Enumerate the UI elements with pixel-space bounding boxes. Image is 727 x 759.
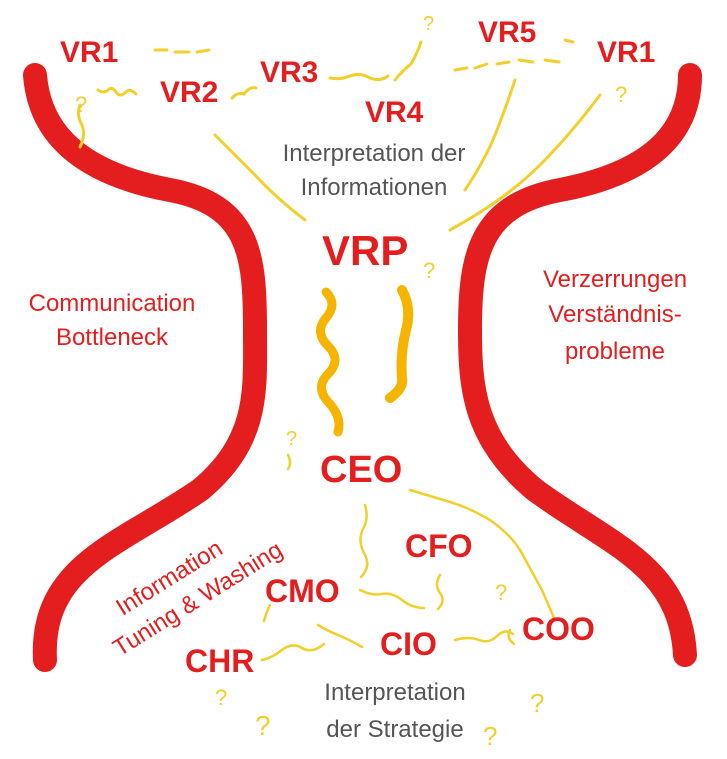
question-icon: ? xyxy=(483,721,497,751)
left-funnel-wall xyxy=(23,63,268,672)
link-vr3-to-vrp xyxy=(213,133,307,222)
question-icon: ? xyxy=(530,688,544,718)
link-vr5-vr1 xyxy=(453,58,561,72)
role-vr2: VR2 xyxy=(160,76,218,109)
link-coo-curl xyxy=(507,628,516,646)
interpretation-information-line1: Interpretation der xyxy=(283,140,466,167)
role-vr1-left: VR1 xyxy=(60,36,118,69)
link-ceo-questions xyxy=(286,453,292,471)
distortions-line2: Verständnis- xyxy=(548,301,681,328)
link-vr5-to-vrp xyxy=(463,78,517,192)
distortions-line3: probleme xyxy=(565,338,665,365)
distortions-line1: Verzerrungen xyxy=(543,266,687,293)
question-icon: ? xyxy=(286,428,297,450)
role-vr3: VR3 xyxy=(260,56,318,89)
neck-flow-right xyxy=(385,285,414,403)
link-vr1-left-squiggle xyxy=(96,86,138,97)
role-vr4: VR4 xyxy=(365,96,424,129)
neck-flows xyxy=(316,285,414,437)
question-marks: ? ? ? ? ? ? ? ? ? ? xyxy=(75,13,627,751)
board-links xyxy=(76,38,602,232)
neck-flow-left xyxy=(316,287,344,437)
interpretation-strategy-line2: der Strategie xyxy=(326,716,463,743)
interpretation-strategy-line1: Interpretation xyxy=(324,679,465,706)
right-funnel-wall xyxy=(457,63,702,667)
interpretation-information-line2: Informationen xyxy=(301,174,448,201)
link-vr1-vr2-dashes xyxy=(153,48,211,54)
link-cio-coo xyxy=(453,630,515,643)
question-icon: ? xyxy=(615,82,627,107)
link-cmo-cio-2 xyxy=(316,623,364,649)
question-icon: ? xyxy=(495,580,507,605)
interpretation-information-note: Interpretation der Informationen xyxy=(283,140,466,201)
communication-bottleneck-line2: Bottleneck xyxy=(56,324,169,351)
role-coo: COO xyxy=(522,611,595,647)
link-cfo-cio xyxy=(435,573,444,611)
role-ceo: CEO xyxy=(320,449,402,491)
role-cmo: CMO xyxy=(265,573,340,609)
link-vr5-dot xyxy=(563,38,575,44)
question-icon: ? xyxy=(423,13,434,35)
communication-bottleneck-line1: Communication xyxy=(29,290,196,317)
link-vr4-vr5 xyxy=(393,40,423,82)
link-vr2-vr3 xyxy=(230,86,258,100)
role-vr5: VR5 xyxy=(478,16,536,49)
question-icon: ? xyxy=(75,92,87,117)
link-cmo-chr xyxy=(262,603,272,623)
link-vr1r-to-vrp xyxy=(448,93,602,232)
communication-bottleneck-note: Communication Bottleneck xyxy=(29,290,196,351)
board-members: VR1 VR2 VR3 VR4 VR5 VR1 VRP xyxy=(60,16,655,274)
role-vrp: VRP xyxy=(322,227,408,274)
exec-links xyxy=(260,453,556,662)
executives: CEO CFO CMO CIO COO CHR xyxy=(185,449,595,679)
link-chr-cmo xyxy=(260,642,326,662)
link-ceo-cmo xyxy=(359,503,369,579)
question-icon: ? xyxy=(255,710,271,741)
role-cio: CIO xyxy=(380,626,437,662)
interpretation-strategy-note: Interpretation der Strategie xyxy=(324,679,465,743)
role-vr1-right: VR1 xyxy=(597,36,655,69)
link-ceo-cfo xyxy=(408,488,556,620)
question-icon: ? xyxy=(215,685,227,710)
role-chr: CHR xyxy=(185,643,254,679)
distortions-note: Verzerrungen Verständnis- probleme xyxy=(543,266,687,365)
link-vr3-vr4 xyxy=(328,72,390,82)
link-vr1-down xyxy=(76,103,86,149)
role-cfo: CFO xyxy=(405,528,473,564)
question-icon: ? xyxy=(423,258,435,283)
link-cmo-cio xyxy=(358,588,426,610)
